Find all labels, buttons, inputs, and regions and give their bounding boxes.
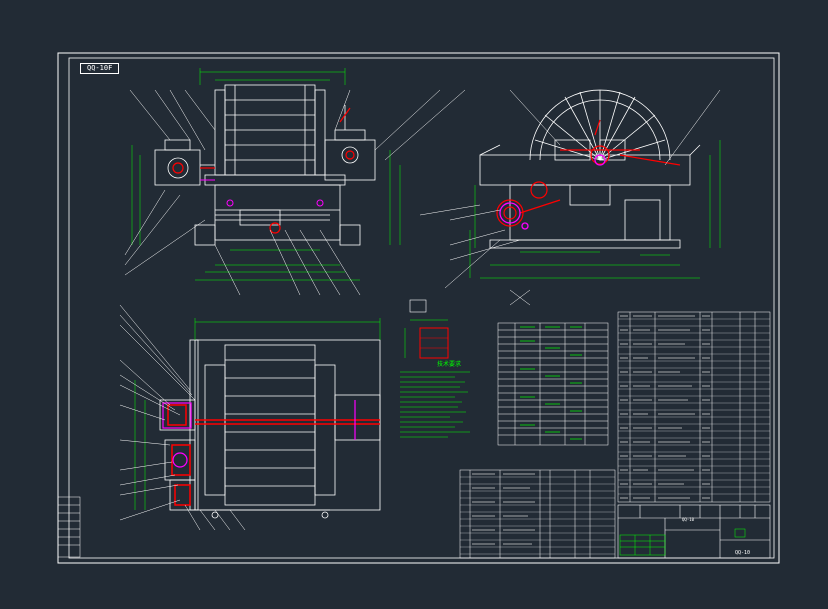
left-strip-table	[57, 496, 81, 558]
side-view	[419, 89, 721, 306]
technical-notes-title: 技术要求	[437, 361, 462, 368]
drawing-number: QQ-10	[735, 550, 751, 556]
plan-view	[119, 304, 381, 531]
inner-frame	[68, 57, 775, 559]
parts-list-middle-rows	[460, 476, 615, 555]
title-block-label: QQ-10	[682, 517, 695, 522]
parts-list-right-rows	[618, 318, 770, 495]
parameter-table-values	[520, 326, 582, 440]
technical-notes	[400, 371, 470, 438]
parts-list-middle-text	[472, 473, 535, 545]
parts-list-right-text	[620, 315, 710, 499]
outer-frame	[57, 52, 780, 564]
parameter-table	[497, 322, 609, 446]
parts-list-middle	[459, 469, 616, 559]
title-block	[617, 504, 771, 559]
front-view	[124, 68, 466, 296]
section-detail	[404, 299, 449, 359]
title-block-signature-grid	[619, 528, 746, 556]
drawing-model-tag: QQ-10F	[80, 63, 120, 74]
parts-list-right	[617, 311, 771, 503]
